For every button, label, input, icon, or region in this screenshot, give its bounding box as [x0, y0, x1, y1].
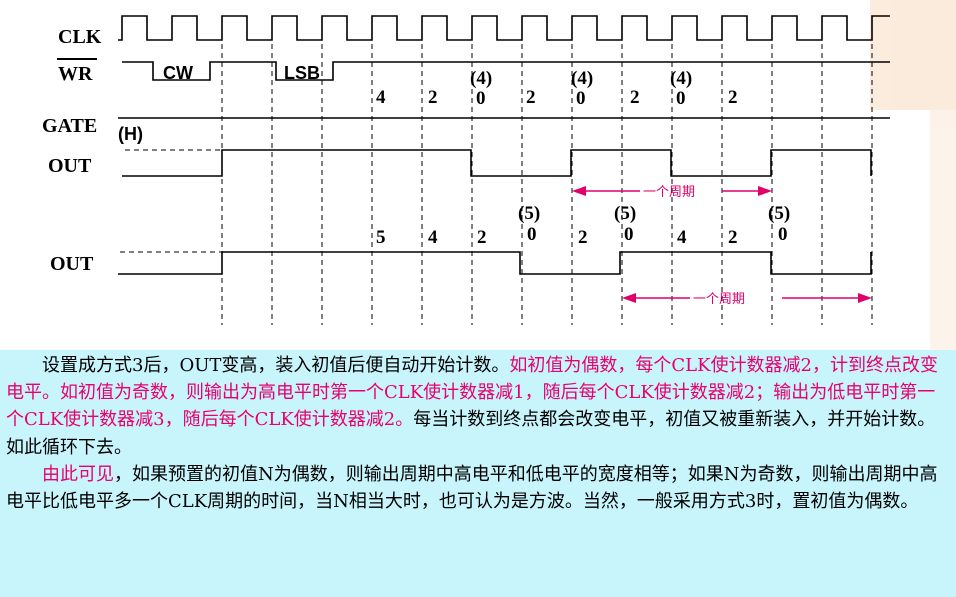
- even-count-label: 2: [526, 87, 536, 108]
- clock-edge-guides: [221, 44, 873, 325]
- even-count-label: 0: [676, 88, 686, 109]
- watermark-decoration: [870, 0, 956, 350]
- clk-waveform: [118, 15, 890, 41]
- paragraph-1-rules: 如初值为偶数，每个CLK使计数器减2，计到终点改变电平。如初值为奇数，则输出为高…: [6, 355, 939, 431]
- odd-count-label: 2: [477, 227, 487, 248]
- odd-count-label: 4: [428, 227, 438, 248]
- paragraph-1: 设置成方式3后，OUT变高，装入初值后便自动开始计数。如初值为偶数，每个CLK使…: [6, 352, 950, 461]
- period-arrow-odd: 一个周期: [622, 292, 872, 307]
- even-count-label: 2: [428, 87, 438, 108]
- paragraph-2: 由此可见，如果预置的初值N为偶数，则输出周期中高电平和低电平的宽度相等；如果N为…: [6, 461, 950, 515]
- out-even-label: OUT: [48, 155, 92, 177]
- out-odd-waveform: [118, 251, 872, 275]
- odd-count-label: 2: [728, 227, 738, 248]
- period-label-even: 一个周期: [643, 185, 695, 200]
- odd-count-label: 2: [578, 227, 588, 248]
- even-count-label: 4: [376, 87, 386, 108]
- odd-count-label: (5): [768, 203, 790, 224]
- odd-count-label: 0: [778, 224, 788, 245]
- even-count-label: (4): [670, 68, 692, 89]
- description-panel: 设置成方式3后，OUT变高，装入初值后便自动开始计数。如初值为偶数，每个CLK使…: [0, 350, 956, 597]
- odd-count-label: 5: [376, 227, 386, 248]
- wr-box-lsb: LSB: [284, 63, 320, 83]
- odd-count-label: 4: [677, 227, 687, 248]
- gate-state-label: (H): [118, 124, 143, 144]
- gate-label: GATE: [42, 115, 97, 137]
- paragraph-1-intro: 设置成方式3后，OUT变高，装入初值后便自动开始计数。: [42, 355, 510, 376]
- even-count-label: 2: [728, 87, 738, 108]
- out-even-waveform: [122, 149, 872, 177]
- even-count-label: 2: [630, 87, 640, 108]
- wr-box-cw: CW: [163, 63, 193, 83]
- clk-label: CLK: [58, 26, 102, 48]
- odd-count-label: (5): [518, 203, 540, 224]
- even-count-label: (4): [470, 68, 492, 89]
- paragraph-2-lead: 由此可见: [42, 463, 114, 485]
- even-count-label: (4): [571, 68, 593, 89]
- paragraph-1-cycle: 每当计数到终点都会改变电平，初值又被重新装入，并开始计数。如此循环下去。: [6, 409, 936, 458]
- even-count-label: 0: [576, 88, 586, 109]
- wr-waveform: [122, 61, 890, 81]
- paragraph-2-body: ，如果预置的初值N为偶数，则输出周期中高电平和低电平的宽度相等；如果N为奇数，则…: [6, 463, 938, 513]
- odd-count-label: (5): [614, 203, 636, 224]
- even-count-label: 0: [476, 88, 486, 109]
- odd-count-label: 0: [527, 224, 537, 245]
- odd-count-label: 0: [624, 224, 634, 245]
- period-arrow-even: 一个周期: [572, 185, 772, 200]
- out-odd-label: OUT: [50, 253, 94, 275]
- period-label-odd: 一个周期: [693, 292, 745, 307]
- wr-label: WR: [58, 63, 93, 85]
